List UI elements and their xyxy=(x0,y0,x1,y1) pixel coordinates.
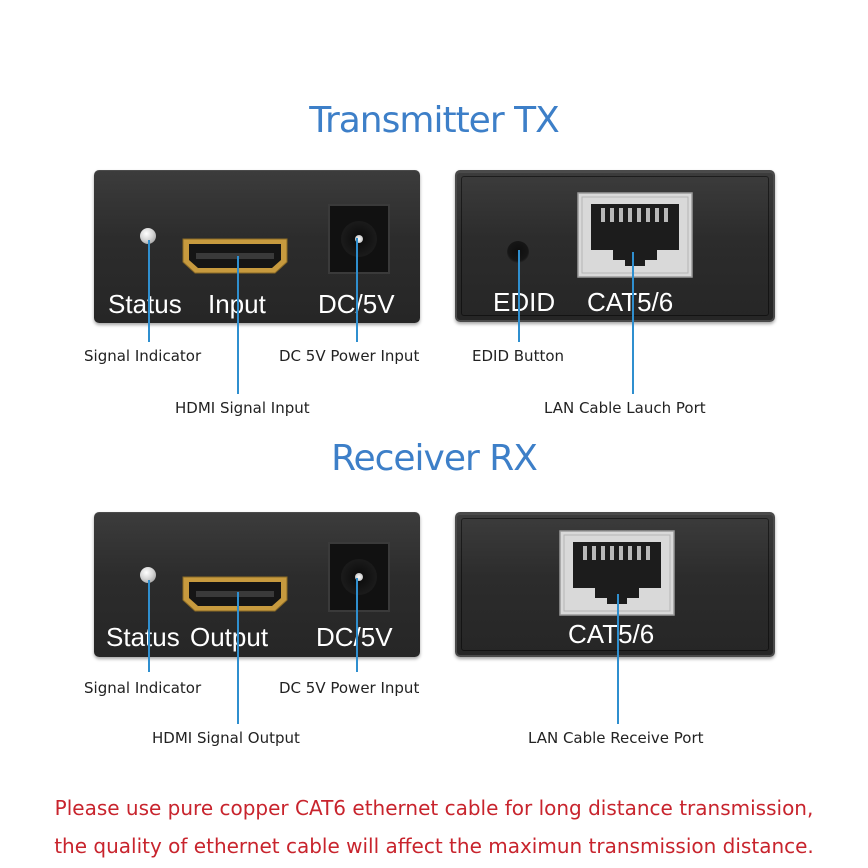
rx-hdmi-output-callout: HDMI Signal Output xyxy=(152,729,300,747)
tx-rj45-port-icon xyxy=(577,192,693,278)
rx-status-led xyxy=(140,567,156,583)
tx-lan-port-line xyxy=(632,252,634,394)
rx-front-panel: Status Output DC/5V xyxy=(94,512,420,657)
rx-dc-power-callout: DC 5V Power Input xyxy=(279,679,420,697)
tx-hdmi-input-line xyxy=(237,256,239,394)
rx-signal-indicator-callout: Signal Indicator xyxy=(84,679,202,697)
rx-hdmi-output-line xyxy=(237,592,239,724)
rx-signal-indicator-line xyxy=(148,580,150,672)
tx-back-panel: EDID CAT5/6 xyxy=(455,170,775,322)
tx-dc-power-callout: DC 5V Power Input xyxy=(279,347,420,365)
rx-status-label: Status xyxy=(106,622,180,652)
note-line-1: Please use pure copper CAT6 ethernet cab… xyxy=(54,796,814,820)
rx-dc-power-line xyxy=(356,578,358,672)
tx-dc-power-line xyxy=(356,238,358,342)
rx-hdmi-port-icon xyxy=(182,576,288,612)
tx-status-label: Status xyxy=(108,289,182,319)
note-line-2: the quality of ethernet cable will affec… xyxy=(54,834,814,858)
tx-hdmi-input-callout: HDMI Signal Input xyxy=(175,399,310,417)
rx-lan-port-line xyxy=(617,594,619,724)
rx-back-panel: CAT5/6 xyxy=(455,512,775,657)
tx-input-label: Input xyxy=(208,291,266,317)
tx-signal-indicator-line xyxy=(148,240,150,342)
tx-signal-indicator-callout: Signal Indicator xyxy=(84,347,202,365)
tx-edid-button-line xyxy=(518,250,520,342)
rx-output-label: Output xyxy=(190,622,269,652)
tx-front-panel: Status Input DC/5V xyxy=(94,170,420,323)
rx-dc-jack-icon xyxy=(328,542,390,612)
rx-cat-label: CAT5/6 xyxy=(568,619,655,649)
tx-hdmi-port-icon xyxy=(182,238,288,274)
tx-edid-label: EDID xyxy=(493,287,556,317)
tx-cat-label: CAT5/6 xyxy=(587,287,674,317)
tx-lan-port-callout: LAN Cable Lauch Port xyxy=(544,399,706,417)
rx-dc-label: DC/5V xyxy=(316,622,393,652)
receiver-title: Receiver RX xyxy=(331,438,538,479)
rx-lan-port-callout: LAN Cable Receive Port xyxy=(528,729,704,747)
tx-status-led xyxy=(140,228,156,244)
tx-dc-jack-icon xyxy=(328,204,390,274)
transmitter-title: Transmitter TX xyxy=(309,100,559,141)
tx-edid-button-callout: EDID Button xyxy=(472,347,565,365)
